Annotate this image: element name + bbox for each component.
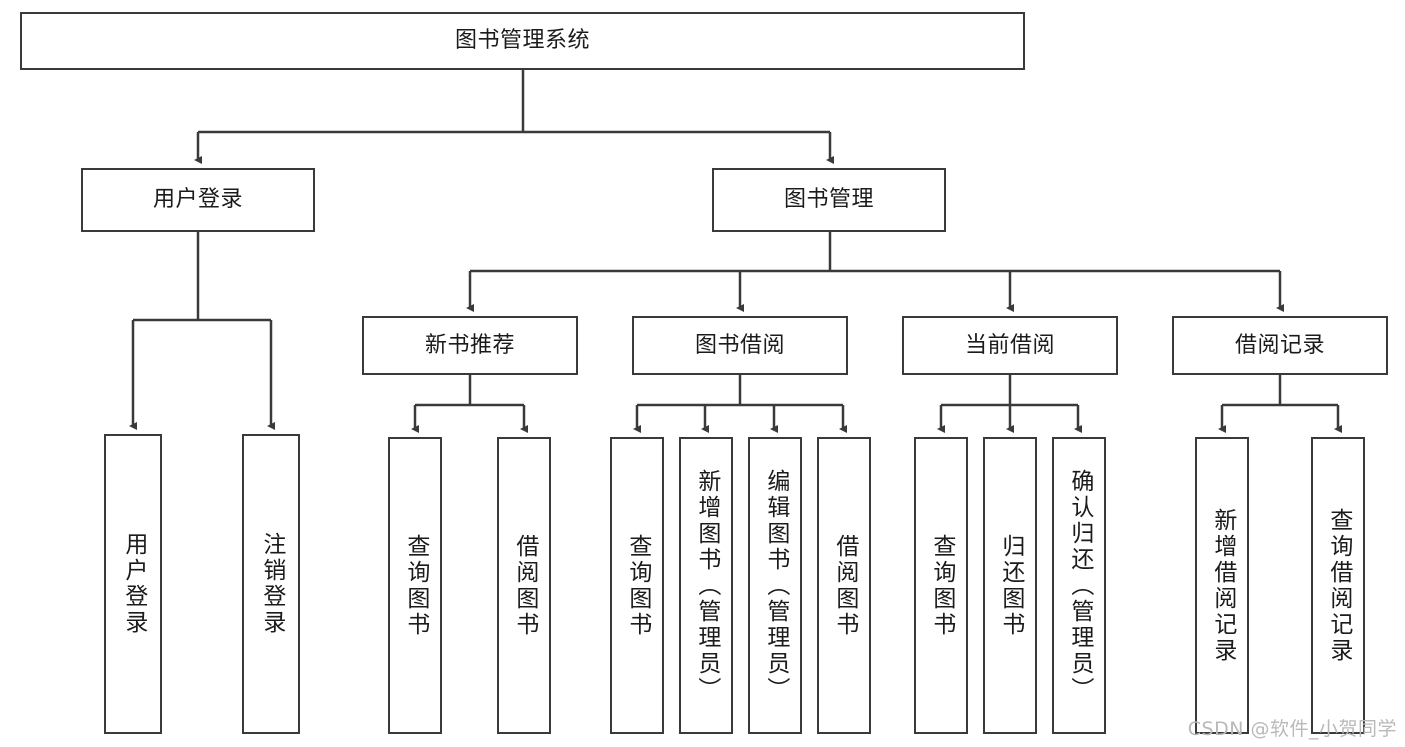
node-book-borrow[interactable]: 图书借阅	[632, 316, 848, 375]
node-new-book-recommend[interactable]: 新书推荐	[362, 316, 578, 375]
node-leaf-query-record[interactable]: 查询借阅记录	[1311, 437, 1365, 734]
node-leaf-user-login[interactable]: 用户登录	[104, 434, 162, 734]
node-book-manage-label: 图书管理	[783, 187, 874, 213]
node-new-book-recommend-label: 新书推荐	[424, 332, 515, 358]
node-leaf-user-login-label: 用户登录	[120, 532, 147, 636]
node-current-borrow-label: 当前借阅	[964, 332, 1055, 358]
node-leaf-borrow-book-1[interactable]: 借阅图书	[497, 437, 551, 734]
node-leaf-borrow-book-2-label: 借阅图书	[831, 533, 858, 638]
node-root-label: 图书管理系统	[454, 28, 590, 54]
csdn-watermark: CSDN @软件_小贺同学	[1187, 718, 1397, 740]
node-leaf-borrow-book-2[interactable]: 借阅图书	[817, 437, 871, 734]
node-leaf-edit-book-label: 编辑图书（管理员）	[762, 468, 789, 703]
node-leaf-add-book[interactable]: 新增图书（管理员）	[679, 437, 733, 734]
node-leaf-confirm-return-label: 确认归还（管理员）	[1066, 468, 1093, 703]
node-borrow-record[interactable]: 借阅记录	[1172, 316, 1388, 375]
node-leaf-query-book-3[interactable]: 查询图书	[914, 437, 968, 734]
node-leaf-query-book-2[interactable]: 查询图书	[610, 437, 664, 734]
node-leaf-query-record-label: 查询借阅记录	[1325, 507, 1352, 664]
node-leaf-edit-book[interactable]: 编辑图书（管理员）	[748, 437, 802, 734]
node-leaf-query-book-3-label: 查询图书	[928, 533, 955, 638]
node-leaf-logout-label: 注销登录	[258, 532, 285, 636]
node-leaf-logout[interactable]: 注销登录	[242, 434, 300, 734]
node-book-borrow-label: 图书借阅	[694, 332, 785, 358]
node-leaf-return-book[interactable]: 归还图书	[983, 437, 1037, 734]
node-book-manage[interactable]: 图书管理	[712, 168, 946, 232]
node-user-login-label: 用户登录	[152, 187, 243, 213]
node-root[interactable]: 图书管理系统	[20, 12, 1025, 70]
node-leaf-query-book-1-label: 查询图书	[402, 533, 429, 638]
node-leaf-borrow-book-1-label: 借阅图书	[511, 533, 538, 638]
node-leaf-query-book-2-label: 查询图书	[624, 533, 651, 638]
node-borrow-record-label: 借阅记录	[1234, 332, 1325, 358]
node-current-borrow[interactable]: 当前借阅	[902, 316, 1118, 375]
node-leaf-return-book-label: 归还图书	[997, 533, 1024, 638]
node-leaf-add-record-label: 新增借阅记录	[1209, 507, 1236, 664]
node-leaf-query-book-1[interactable]: 查询图书	[388, 437, 442, 734]
node-leaf-add-book-label: 新增图书（管理员）	[693, 468, 720, 703]
node-leaf-confirm-return[interactable]: 确认归还（管理员）	[1052, 437, 1106, 734]
node-user-login[interactable]: 用户登录	[81, 168, 315, 232]
node-leaf-add-record[interactable]: 新增借阅记录	[1195, 437, 1249, 734]
